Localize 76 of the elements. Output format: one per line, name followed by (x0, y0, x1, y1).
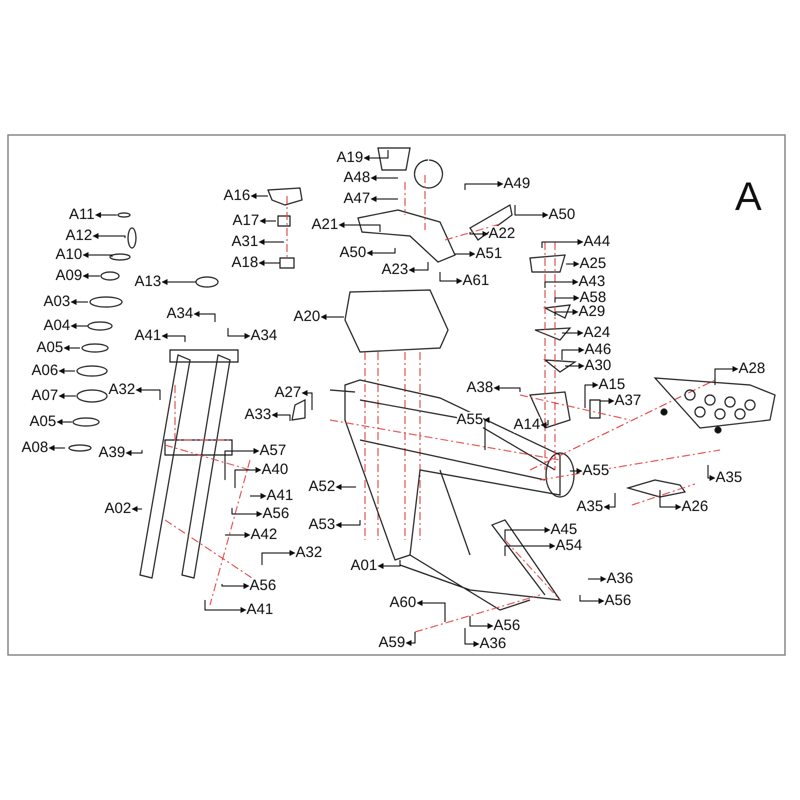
leader-line (82, 252, 112, 258)
leader-line (504, 543, 556, 556)
leader-line (70, 323, 88, 329)
leader-line (250, 493, 266, 499)
leader-line (408, 262, 428, 273)
leader-line (262, 550, 296, 566)
leader-line (162, 279, 196, 285)
leader-line (540, 420, 548, 428)
leader-line (224, 448, 260, 480)
leader-line (544, 279, 578, 288)
leader-line (566, 261, 580, 267)
leader-line (484, 417, 490, 450)
leader-line (58, 393, 76, 399)
leader-line (136, 387, 160, 400)
leader-line (514, 204, 548, 218)
leader-line (554, 295, 580, 302)
leader-line (562, 347, 584, 360)
section-letter: A (735, 176, 762, 218)
leader-line (366, 248, 396, 256)
callout-label: A14 (514, 417, 540, 433)
leader-line (494, 385, 520, 392)
leader-line (224, 532, 250, 538)
leader-line (58, 368, 76, 374)
leader-line (336, 484, 356, 490)
leader-line (714, 366, 738, 386)
leader-line (580, 594, 604, 604)
leader-line (232, 508, 262, 517)
leader-line (378, 560, 400, 569)
leader-line (440, 272, 462, 284)
leader-line (82, 273, 100, 279)
leader-line (250, 193, 268, 199)
leader-line (564, 363, 584, 369)
callout-label: A55 (456, 412, 484, 428)
leader-line (588, 576, 606, 582)
leader-line (464, 628, 480, 647)
leader-line (364, 150, 388, 161)
leader-line (132, 506, 142, 512)
leader-line (222, 583, 250, 589)
leader-line (470, 616, 494, 629)
leader-line (258, 239, 284, 245)
leader-line (554, 309, 578, 316)
leader-line (336, 520, 360, 528)
leader-line (228, 328, 250, 339)
leader-line (234, 467, 262, 488)
leader-line (302, 390, 312, 410)
leader-line (258, 260, 280, 266)
leader-line (708, 464, 716, 481)
leader-line (370, 175, 398, 181)
leader-line (470, 231, 488, 237)
leader-line (64, 345, 80, 351)
leader-line (584, 382, 598, 408)
leader-line (504, 527, 550, 540)
leader-line (92, 233, 126, 239)
leader-line (454, 251, 476, 257)
leader-line (260, 218, 276, 224)
leader-line (194, 311, 216, 322)
leader-line (272, 412, 290, 422)
leader-line (48, 445, 66, 451)
leader-line (370, 196, 398, 202)
leader-line (406, 632, 416, 646)
leader-line (204, 600, 246, 613)
leader-line (570, 468, 582, 474)
leader-line (56, 419, 72, 425)
leader-line (604, 492, 616, 510)
leader-line (162, 333, 186, 342)
leader-line (338, 222, 380, 232)
leader-line (562, 330, 584, 336)
leader-line (542, 239, 584, 248)
leader-line (464, 181, 504, 190)
leader-line (660, 490, 682, 510)
leader-line (416, 600, 446, 622)
leader-line (70, 299, 88, 305)
leader-line (320, 314, 344, 320)
leader-line (600, 398, 614, 412)
leader-line (126, 450, 142, 456)
leader-line (95, 212, 118, 218)
